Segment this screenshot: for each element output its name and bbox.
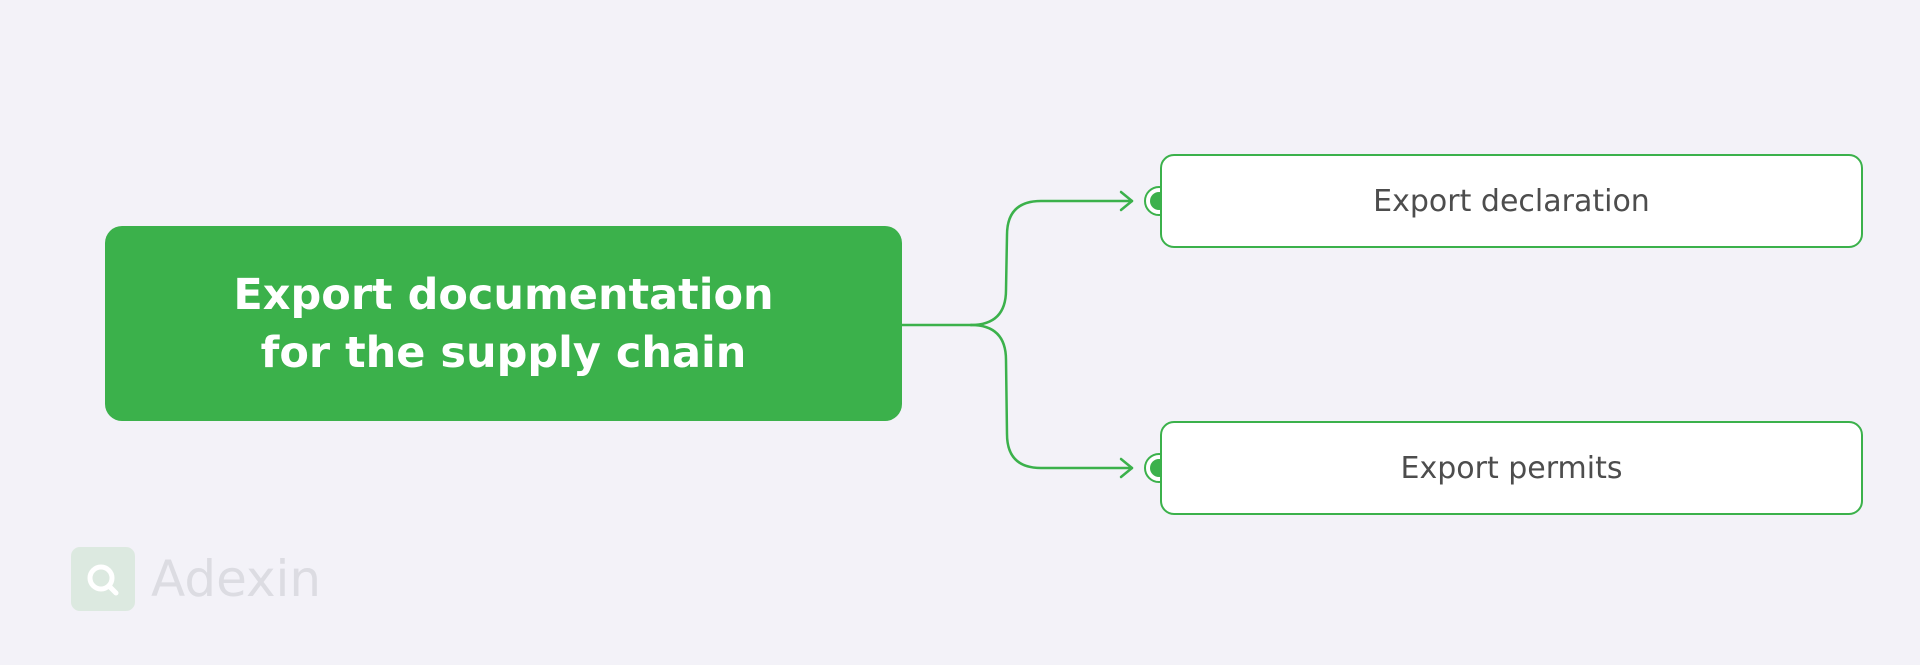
arrow-head-1 bbox=[1119, 190, 1134, 212]
watermark-brand: Adexin bbox=[151, 550, 322, 608]
root-node: Export documentation for the supply chai… bbox=[105, 226, 902, 421]
watermark: Adexin bbox=[71, 547, 321, 611]
connector-branch-1 bbox=[969, 199, 1134, 327]
arrow-head-2 bbox=[1119, 457, 1134, 479]
root-node-title-line-1: Export documentation bbox=[233, 269, 774, 320]
root-node-title-line-2: for the supply chain bbox=[260, 327, 747, 378]
connector-branch-2 bbox=[969, 323, 1134, 470]
adexin-logo-icon bbox=[71, 547, 135, 611]
child-node-export-permits: Export permits bbox=[1160, 421, 1863, 515]
child-node-export-declaration: Export declaration bbox=[1160, 154, 1863, 248]
child-node-label: Export permits bbox=[1400, 450, 1623, 486]
child-node-label: Export declaration bbox=[1373, 183, 1650, 219]
